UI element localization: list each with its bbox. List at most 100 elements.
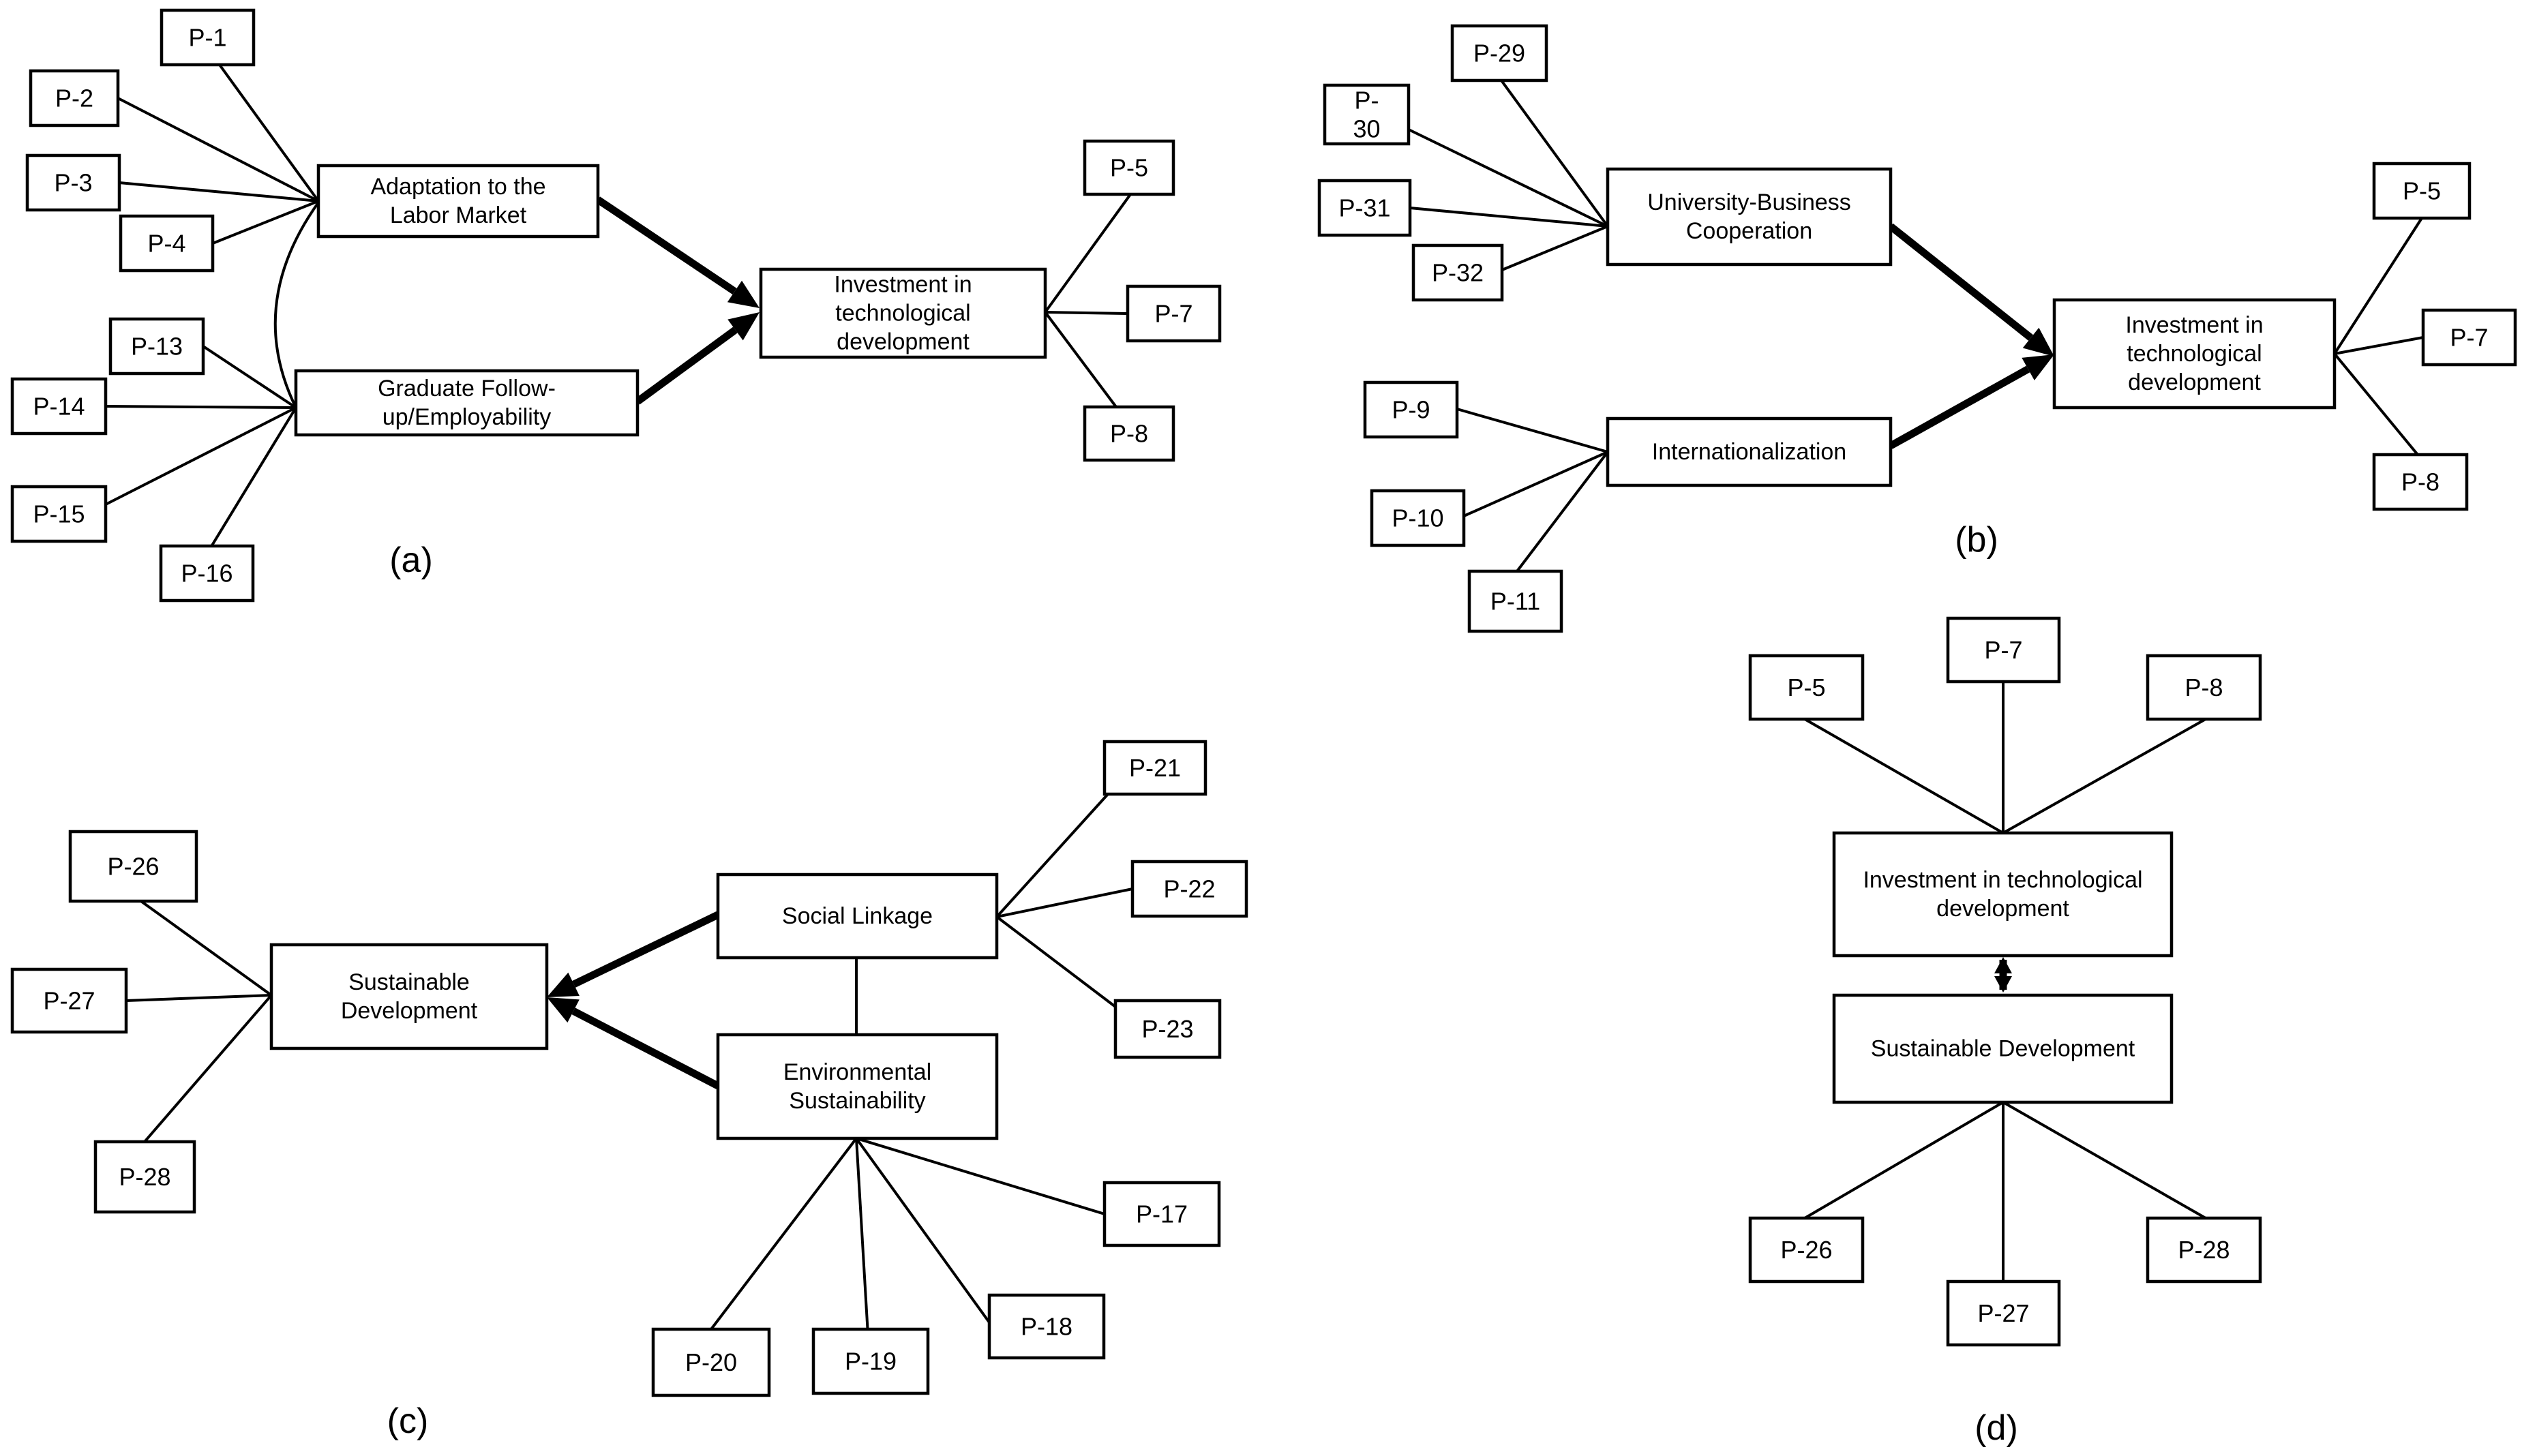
- item-a-p7-label: P-7: [1154, 300, 1192, 328]
- item-c-p21: P-21: [1102, 740, 1207, 796]
- item-a-p2: P-2: [29, 69, 120, 127]
- item-b-p5-frame: [2372, 162, 2472, 220]
- item-b-p30-label: P-: [1355, 87, 1379, 115]
- path-arrow-a-followup-shaft: [635, 327, 738, 405]
- item-c-p26-frame: [68, 830, 198, 903]
- construct-internationalization-label: Internationalization: [1652, 439, 1846, 465]
- item-b-p30-label: 30: [1353, 115, 1380, 143]
- item-c-p18-label: P-18: [1021, 1313, 1072, 1341]
- path-arrow-b-international: [1889, 354, 2054, 449]
- item-a-p8: P-8: [1083, 405, 1175, 462]
- item-c-p22-frame: [1130, 860, 1248, 918]
- edge-b-p5: [2333, 217, 2423, 355]
- edge-c-p23: [995, 915, 1117, 1008]
- item-c-p19: P-19: [811, 1327, 930, 1395]
- construct-investment-a-label: Investment in: [834, 272, 972, 298]
- edge-a-p1: [218, 63, 320, 202]
- construct-social-linkage-frame: [716, 873, 999, 960]
- construct-internationalization: Internationalization: [1606, 416, 1893, 487]
- item-d-p26: P-26: [1748, 1216, 1865, 1284]
- item-a-p16-label: P-16: [181, 560, 232, 588]
- item-a-p5-label: P-5: [1110, 154, 1148, 182]
- edge-a-p5: [1044, 190, 1134, 314]
- item-d-p28: P-28: [2146, 1216, 2262, 1284]
- item-b-p8: P-8: [2372, 453, 2469, 511]
- edge-d-p28: [2002, 1101, 2206, 1219]
- item-c-p17: P-17: [1102, 1181, 1221, 1247]
- item-a-p1-frame: [160, 8, 256, 67]
- edge-c-p19: [855, 1138, 869, 1335]
- path-arrow-c-social-shaft: [572, 911, 720, 988]
- item-a-p2-label: P-2: [55, 85, 93, 112]
- item-d-p27-label: P-27: [1977, 1299, 2029, 1327]
- construct-university-business-label: Cooperation: [1686, 218, 1812, 244]
- item-b-p10: P-10: [1370, 489, 1466, 547]
- construct-investment-a-label: technological: [835, 301, 970, 327]
- item-c-p21-label: P-21: [1129, 754, 1181, 782]
- edge-a-p16: [203, 406, 297, 559]
- item-b-p10-frame: [1370, 489, 1466, 547]
- item-c-p23: P-23: [1113, 999, 1222, 1059]
- item-c-p27: P-27: [10, 967, 128, 1034]
- path-arrow-b-university-head: [2022, 327, 2054, 357]
- edge-c-p22: [996, 888, 1133, 918]
- path-arrow-c-environmental-shaft: [571, 1007, 720, 1089]
- path-arrow-a-followup: [635, 312, 760, 405]
- edge-b-p11: [1516, 451, 1609, 573]
- construct-university-business-label: University-Business: [1647, 189, 1851, 215]
- item-d-p7-label: P-7: [1984, 636, 2022, 664]
- edge-a-p14: [105, 405, 297, 409]
- edge-b-p30: [1408, 128, 1608, 228]
- correlation-a: [273, 201, 320, 408]
- item-c-p20-frame: [651, 1327, 771, 1397]
- item-a-p15: P-15: [10, 485, 108, 543]
- item-a-p4-label: P-4: [147, 230, 185, 258]
- item-a-p1-label: P-1: [188, 24, 226, 52]
- item-c-p28: P-28: [93, 1140, 196, 1214]
- caption-c: (c): [387, 1401, 429, 1441]
- construct-internationalization-frame: [1606, 416, 1893, 487]
- item-a-p4-frame: [119, 214, 215, 273]
- item-b-p8-label: P-8: [2401, 468, 2440, 496]
- item-d-p5-label: P-5: [1787, 673, 1825, 701]
- item-b-p31-label: P-31: [1338, 194, 1390, 222]
- item-b-p32-label: P-32: [1432, 259, 1484, 287]
- item-d-p28-label: P-28: [2178, 1236, 2230, 1264]
- construct-sustainable-development-d-label: Sustainable Development: [1871, 1036, 2135, 1062]
- item-a-p7-frame: [1126, 284, 1222, 343]
- construct-adaptation-labor-market-frame: [316, 164, 600, 239]
- item-b-p31-frame: [1317, 179, 1412, 237]
- item-b-p10-label: P-10: [1392, 504, 1443, 532]
- item-c-p21-frame: [1102, 740, 1207, 796]
- item-b-p32: P-32: [1411, 243, 1504, 302]
- construct-investment-b-frame: [2052, 298, 2337, 410]
- path-arrow-b-international-shaft: [1889, 365, 2030, 449]
- item-a-p13-label: P-13: [131, 333, 183, 361]
- item-a-p14: P-14: [10, 377, 108, 436]
- construct-sustainable-development-c-label: Development: [341, 998, 478, 1024]
- edge-b-p31: [1409, 207, 1608, 228]
- item-b-p5: P-5: [2372, 162, 2472, 220]
- construct-graduate-follow-up-label: up/Employability: [382, 404, 552, 430]
- edge-a-p15: [105, 406, 297, 506]
- item-c-p20: P-20: [651, 1327, 771, 1397]
- construct-adaptation-labor-market-label: Labor Market: [390, 202, 527, 228]
- edge-d-p5: [1804, 718, 2004, 834]
- edge-c-p28: [143, 994, 273, 1143]
- construct-sustainable-development-d-frame: [1832, 993, 2174, 1104]
- item-b-p30: P-30: [1323, 83, 1411, 146]
- construct-investment-b-label: technological: [2127, 341, 2262, 367]
- edge-b-p10: [1463, 451, 1608, 517]
- path-arrow-c-environmental: [547, 997, 720, 1089]
- construct-investment-d-label: development: [1936, 896, 2069, 922]
- path-arrow-b-university-shaft: [1888, 223, 2033, 341]
- construct-university-business-frame: [1606, 167, 1893, 267]
- item-a-p14-label: P-14: [33, 393, 85, 421]
- construct-investment-b-label: development: [2128, 369, 2261, 395]
